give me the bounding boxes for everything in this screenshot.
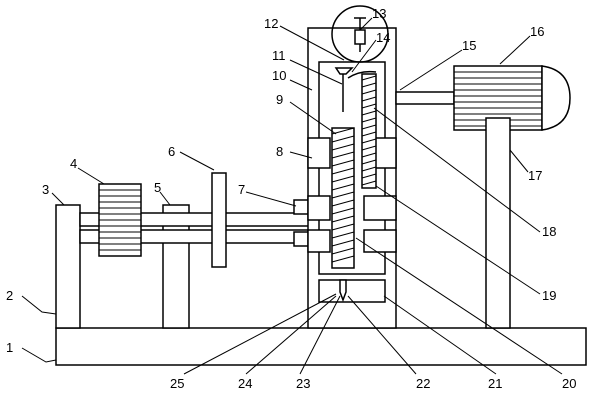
left-support-post — [55, 204, 81, 329]
gear-wheel — [98, 183, 142, 257]
label-1: 1 — [6, 340, 13, 355]
label-23: 23 — [296, 376, 310, 391]
label-11: 11 — [272, 48, 286, 63]
label-15: 15 — [462, 38, 476, 53]
label-5: 5 — [154, 180, 161, 195]
label-7: 7 — [238, 182, 245, 197]
injector — [354, 17, 366, 52]
bracket-left-lower — [307, 195, 331, 221]
label-20: 20 — [562, 376, 576, 391]
leader-lines — [21, 17, 563, 375]
nozzle — [339, 279, 347, 303]
upper-threaded-screw — [361, 73, 377, 189]
label-24: 24 — [238, 376, 252, 391]
electric-motor — [453, 65, 571, 131]
label-17: 17 — [528, 168, 542, 183]
bottom-chamber — [318, 279, 386, 303]
label-16: 16 — [530, 24, 544, 39]
label-13: 13 — [372, 6, 386, 21]
label-21: 21 — [488, 376, 502, 391]
bracket-right-bottom — [363, 229, 397, 253]
label-25: 25 — [170, 376, 184, 391]
label-19: 19 — [542, 288, 556, 303]
label-14: 14 — [376, 30, 390, 45]
base-plate — [55, 327, 587, 366]
label-22: 22 — [416, 376, 430, 391]
label-9: 9 — [276, 92, 283, 107]
label-2: 2 — [6, 288, 13, 303]
motor-stand — [485, 117, 511, 329]
disc-wheel — [211, 172, 227, 268]
label-10: 10 — [272, 68, 286, 83]
callout-labels: 1 2 3 4 5 6 7 8 9 10 11 12 13 14 15 16 1… — [6, 6, 576, 391]
bracket-left-bottom — [307, 229, 331, 253]
bracket-left — [307, 137, 331, 169]
motor-shaft — [395, 91, 455, 105]
bracket-right-lower — [363, 195, 397, 221]
label-18: 18 — [542, 224, 556, 239]
deflector-blade — [347, 70, 377, 79]
label-6: 6 — [168, 144, 175, 159]
label-12: 12 — [264, 16, 278, 31]
threaded-screw — [331, 127, 355, 269]
label-3: 3 — [42, 182, 49, 197]
funnel-cap — [334, 67, 354, 75]
label-4: 4 — [70, 156, 77, 171]
label-8: 8 — [276, 144, 283, 159]
